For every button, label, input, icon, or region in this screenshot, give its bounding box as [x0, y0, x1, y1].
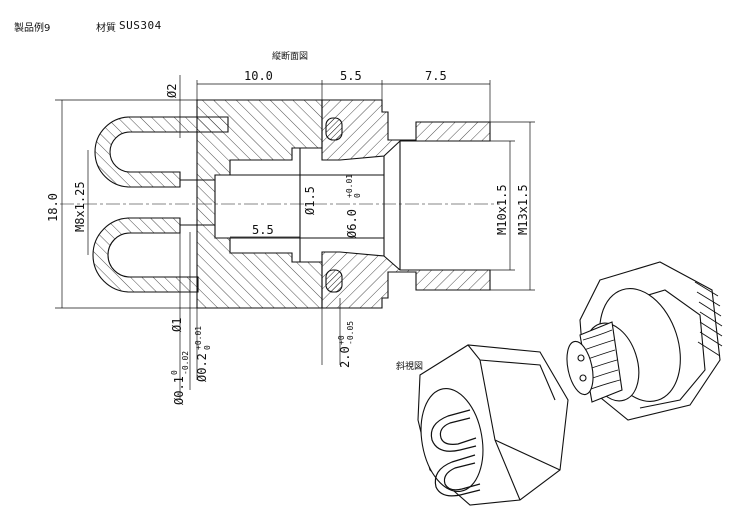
dim-top-7-5: 7.5	[425, 69, 447, 83]
right-fitting-lower	[321, 251, 491, 309]
dim-phi6-tol-up: +0.01	[345, 174, 354, 198]
dim-m13: M13x1.5	[516, 184, 530, 235]
material-label: 材質	[96, 23, 116, 34]
o-ring-upper	[325, 117, 343, 141]
o-ring-lower	[325, 269, 343, 293]
dim-phi0-2-tol-lo: 0	[203, 345, 212, 350]
section-view-title: 縦断面図	[272, 52, 309, 62]
dim-phi6: Ø6.0	[345, 209, 359, 238]
lower-u-tube	[92, 217, 199, 293]
dim-phi0-2: Ø0.2	[195, 353, 209, 382]
dim-overall-18: 18.0	[46, 193, 60, 222]
dim-phi1-5: Ø1.5	[303, 186, 317, 215]
dim-inner-5-5: 5.5	[252, 223, 274, 237]
dimension-lines	[55, 75, 535, 400]
dim-phi6-tol-lo: 0	[353, 193, 362, 198]
dimension-text: 10.0 5.5 7.5 Ø2 18.0 M8x1.25 Ø1.5 Ø6.0 +…	[46, 69, 530, 405]
dim-top-10: 10.0	[244, 69, 273, 83]
dim-2-0: 2.0	[338, 346, 352, 368]
dim-top-5-5: 5.5	[340, 69, 362, 83]
dim-phi1: Ø1	[170, 318, 184, 332]
dim-2-0-tol-lo: -0.05	[346, 321, 355, 345]
isometric-view	[417, 261, 723, 506]
iso-left-nut	[417, 344, 569, 506]
right-fitting-upper	[321, 99, 491, 161]
upper-u-tube	[94, 116, 229, 188]
dim-phi0-1-tol-lo: -0.02	[181, 351, 190, 375]
dim-phi0-1: Ø0.1	[172, 376, 186, 405]
dim-m8: M8x1.25	[73, 181, 87, 232]
example-title: 製品例9	[14, 23, 51, 34]
section-view	[60, 99, 500, 309]
isometric-view-title: 斜視図	[396, 362, 424, 372]
dim-phi2: Ø2	[165, 84, 179, 98]
iso-right-fitting	[566, 261, 723, 421]
dim-m10: M10x1.5	[495, 184, 509, 235]
dim-2-0-tol-up: +0	[337, 335, 346, 345]
material-value: SUS304	[119, 19, 162, 32]
dim-phi0-1-tol-up: 0	[170, 370, 179, 375]
dim-phi0-2-tol-up: +0.01	[194, 326, 203, 350]
